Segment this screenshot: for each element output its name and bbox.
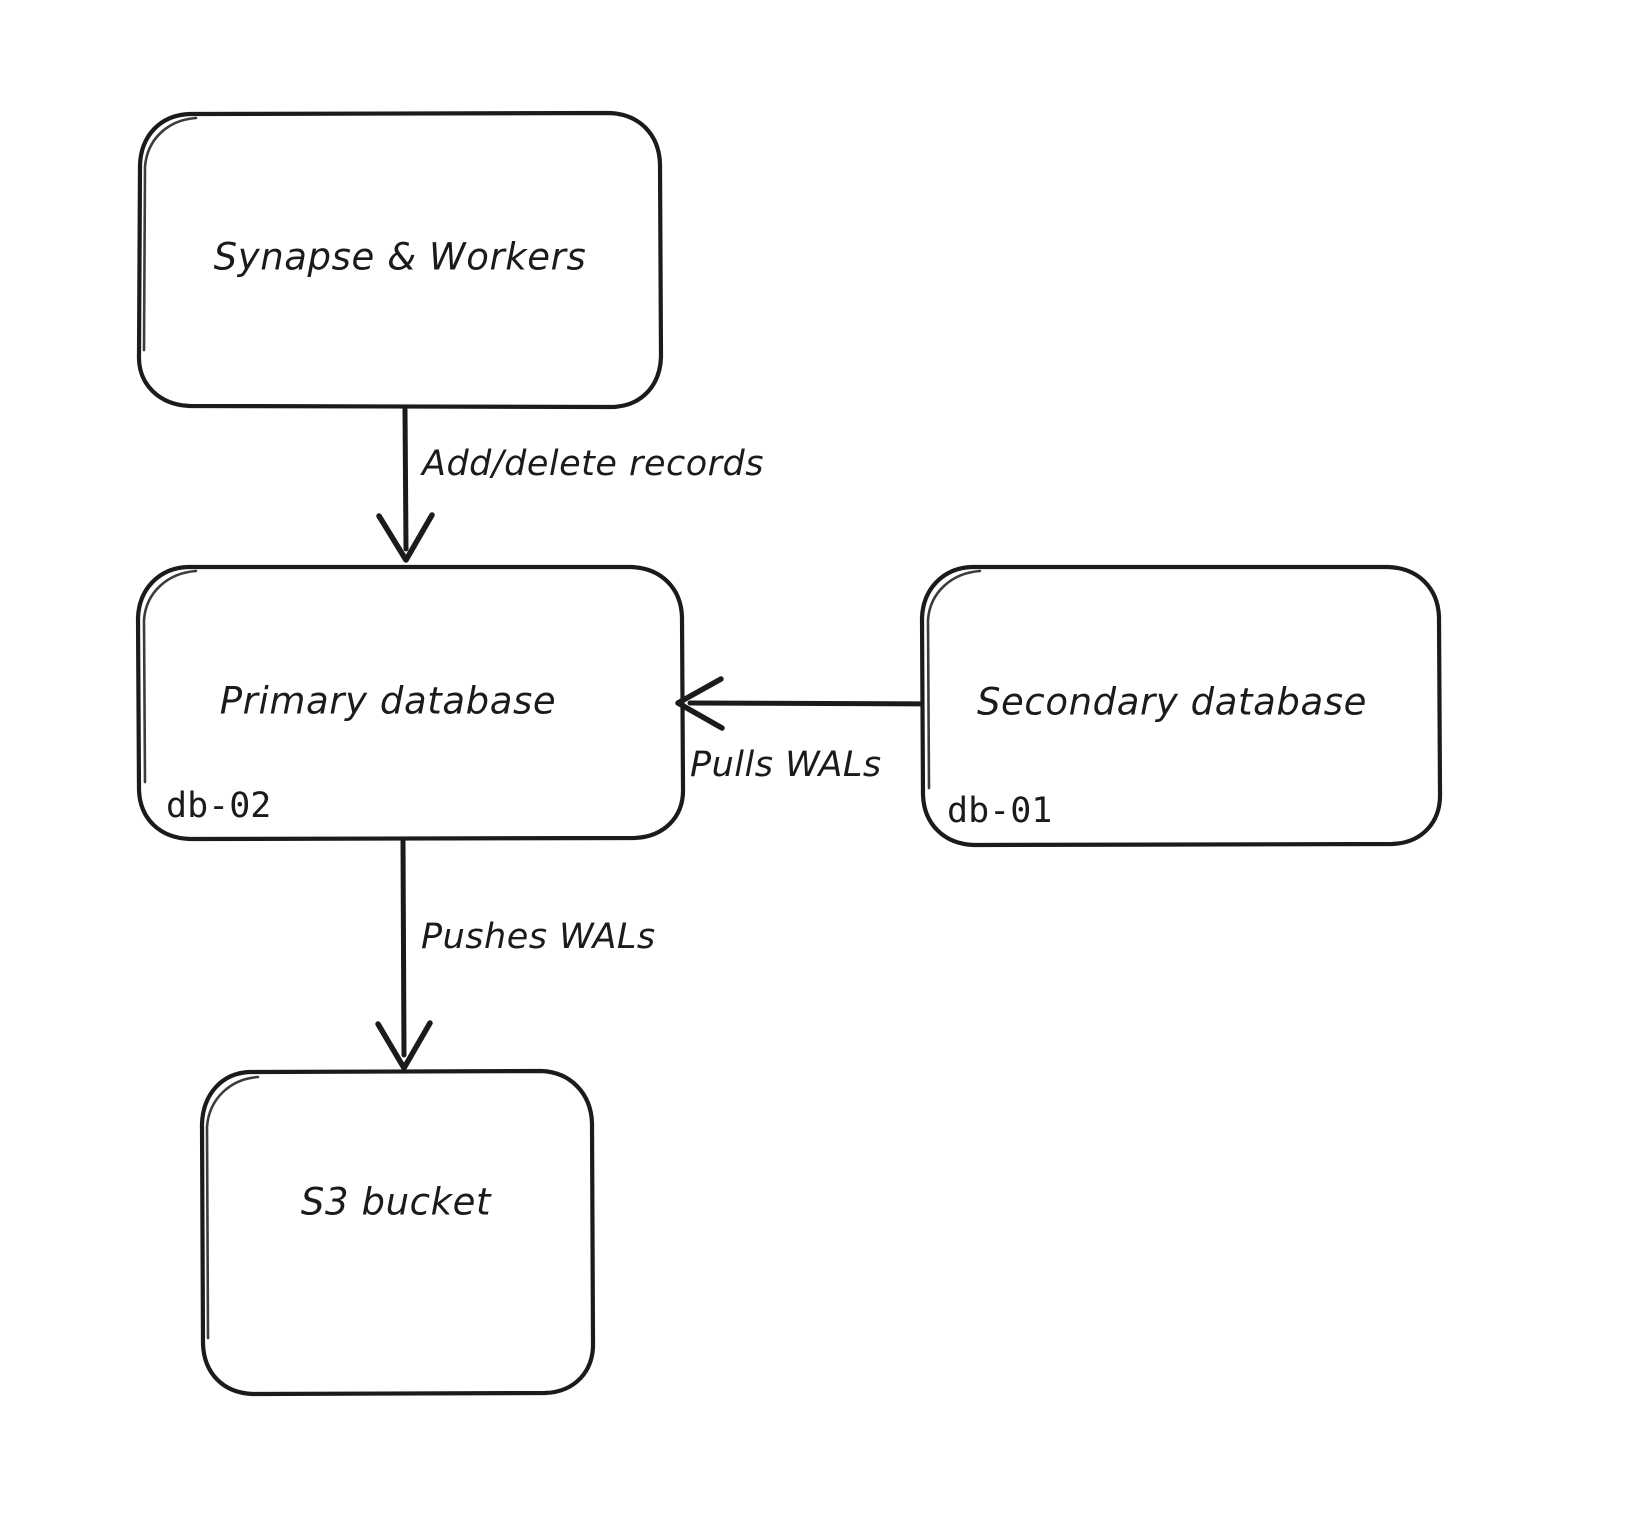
node-secondary-outline-sketch [926,569,982,790]
node-secondary-outline [919,564,1443,848]
node-secondary[interactable]: Secondary database db-01 [919,564,1443,848]
node-synapse-title: Synapse & Workers [214,236,587,279]
node-secondary-subtitle: db-01 [947,791,1052,831]
node-primary-subtitle: db-02 [166,786,271,826]
edge-primary-to-s3-arrowhead [375,1020,433,1071]
edge-synapse-to-primary-arrowhead [376,512,435,563]
node-primary-outline-sketch [142,569,198,784]
edge-secondary-to-primary-label: Pulls WALs [690,745,882,785]
node-synapse-outline [136,110,664,410]
node-primary[interactable]: Primary database db-02 [135,564,686,842]
node-s3[interactable]: S3 bucket [199,1068,596,1397]
edge-primary-to-s3-line [400,838,407,1058]
node-secondary-title: Secondary database [977,681,1367,724]
edge-synapse-to-primary-line [402,406,409,552]
node-synapse[interactable]: Synapse & Workers [136,110,664,410]
edge-primary-to-s3[interactable]: Pushes WALs [375,838,656,1071]
edge-primary-to-s3-label: Pushes WALs [421,917,656,957]
edge-secondary-to-primary-arrowhead [675,676,725,731]
node-s3-outline-sketch [205,1075,260,1340]
node-s3-outline [199,1068,596,1397]
node-primary-title: Primary database [220,680,557,723]
edge-secondary-to-primary[interactable]: Pulls WALs [675,676,955,785]
node-synapse-outline-sketch [142,116,198,352]
edge-secondary-to-primary-line [687,700,955,707]
node-s3-title: S3 bucket [301,1181,492,1224]
edge-synapse-to-primary[interactable]: Add/delete records [376,406,764,563]
node-primary-outline [135,564,686,842]
edge-synapse-to-primary-label: Add/delete records [420,444,764,484]
